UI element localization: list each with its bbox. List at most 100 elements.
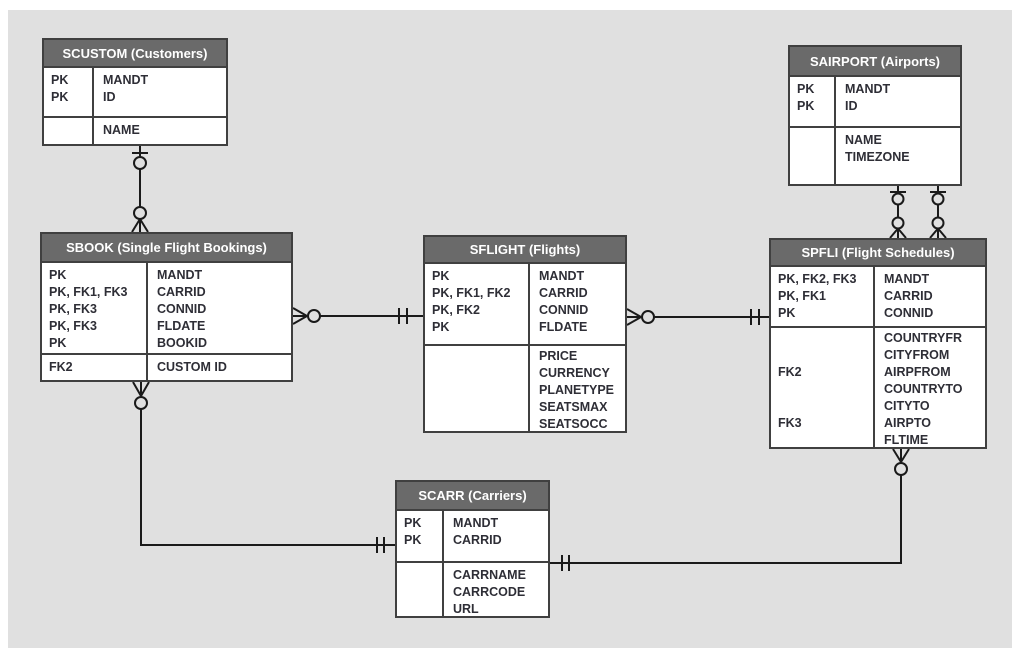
key-cell [432, 416, 528, 431]
field-cell: COUNTRYTO [884, 382, 963, 396]
key-cell: PK [404, 516, 422, 530]
key-cell [778, 398, 873, 415]
connector-sairport-spfli-1 [889, 186, 907, 239]
field-cell: NAME [103, 123, 140, 137]
key-cell [797, 149, 834, 166]
key-section: PK PK, FK1, FK3 PK, FK3 PK, FK3 PK MANDT… [42, 263, 291, 353]
key-section: PK PK MANDT ID [790, 77, 960, 126]
key-cell: PK [49, 268, 67, 282]
connector-spfli-scarr [550, 448, 910, 571]
key-cell: FK2 [778, 365, 802, 379]
field-cell: CONNID [884, 306, 934, 320]
key-cell [432, 365, 528, 382]
field-cell: CUSTOM ID [157, 360, 227, 374]
connector-sflight-spfli [626, 308, 769, 326]
field-cell: CARRCODE [453, 585, 526, 599]
field-cell: PLANETYPE [539, 383, 615, 397]
connector-sairport-spfli-2 [929, 186, 947, 239]
field-cell: CURRENCY [539, 366, 610, 380]
field-cell: AIRPTO [884, 416, 931, 430]
key-cell: PK [797, 82, 815, 96]
field-cell: CARRID [539, 286, 588, 300]
key-cell: PK, FK2, FK3 [778, 272, 857, 286]
field-cell: MANDT [539, 269, 585, 283]
key-cell [778, 432, 873, 447]
entity-sairport: SAIRPORT (Airports) PK PK MANDT ID NAME … [788, 45, 962, 186]
key-cell: FK3 [778, 416, 802, 430]
field-cell: MANDT [157, 268, 203, 282]
key-section: PK PK, FK1, FK2 PK, FK2 PK MANDT CARRID … [425, 264, 625, 344]
field-cell: CARRID [157, 285, 206, 299]
field-cell: MANDT [453, 516, 499, 530]
key-cell: PK [432, 320, 450, 334]
field-cell: SEATSOCC [539, 417, 608, 431]
field-cell: CARRNAME [453, 568, 526, 582]
entity-scustom: SCUSTOM (Customers) PK PK MANDT ID NAME [42, 38, 228, 146]
field-cell: FLTIME [884, 433, 929, 447]
key-section: PK PK MANDT ID [44, 68, 226, 116]
field-cell: NAME [845, 133, 882, 147]
field-cell: ID [103, 90, 116, 104]
field-cell: MANDT [845, 82, 891, 96]
connector-sbook-scarr [132, 381, 395, 553]
attribute-section: FK2 FK3 COUNTRYFR CITYFROM AIRPFROM COUN… [771, 326, 985, 447]
field-cell: TIMEZONE [845, 150, 910, 164]
key-cell: PK [51, 90, 69, 104]
field-cell: CARRID [453, 533, 502, 547]
field-cell: SEATSMAX [539, 400, 608, 414]
field-cell: MANDT [884, 272, 930, 286]
attribute-section: PRICE CURRENCY PLANETYPE SEATSMAX SEATSO… [425, 344, 625, 431]
key-cell [778, 330, 873, 347]
entity-sflight: SFLIGHT (Flights) PK PK, FK1, FK2 PK, FK… [423, 235, 627, 433]
key-cell: PK, FK3 [49, 302, 97, 316]
attribute-section: CARRNAME CARRCODE URL [397, 561, 548, 616]
key-cell [404, 567, 442, 584]
key-cell [778, 381, 873, 398]
entity-title: SFLIGHT (Flights) [425, 237, 625, 264]
key-cell [778, 347, 873, 364]
key-cell: PK, FK2 [432, 303, 480, 317]
key-cell: PK, FK3 [49, 319, 97, 333]
attribute-section: NAME TIMEZONE [790, 126, 960, 184]
field-cell: FLDATE [539, 320, 588, 334]
field-cell: MANDT [103, 73, 149, 87]
entity-title: SCARR (Carriers) [397, 482, 548, 511]
attribute-section: FK2 CUSTOM ID [42, 353, 291, 380]
key-cell: PK [432, 269, 450, 283]
entity-title: SAIRPORT (Airports) [790, 47, 960, 77]
key-cell [432, 382, 528, 399]
field-cell: CITYTO [884, 399, 930, 413]
field-cell: URL [453, 602, 479, 616]
field-cell: ID [845, 99, 858, 113]
key-cell [432, 399, 528, 416]
entity-title: SCUSTOM (Customers) [44, 40, 226, 68]
connector-scustom-sbook [131, 146, 149, 233]
field-cell: BOOKID [157, 336, 207, 350]
key-cell [797, 132, 834, 149]
field-cell: PRICE [539, 349, 578, 363]
entity-title: SPFLI (Flight Schedules) [771, 240, 985, 267]
key-section: PK PK MANDT CARRID [397, 511, 548, 561]
key-cell [404, 584, 442, 601]
field-cell: CONNID [157, 302, 207, 316]
key-cell [432, 348, 528, 365]
key-cell: PK [778, 306, 796, 320]
key-cell: PK [51, 73, 69, 87]
key-cell: PK, FK1, FK3 [49, 285, 128, 299]
key-section: PK, FK2, FK3 PK, FK1 PK MANDT CARRID CON… [771, 267, 985, 326]
field-cell: AIRPFROM [884, 365, 951, 379]
key-cell: FK2 [49, 360, 73, 374]
key-cell: PK, FK1 [778, 289, 826, 303]
attribute-section: NAME [44, 116, 226, 144]
field-cell: COUNTRYFR [884, 331, 963, 345]
entity-sbook: SBOOK (Single Flight Bookings) PK PK, FK… [40, 232, 293, 382]
key-cell: PK [49, 336, 67, 350]
field-cell: CITYFROM [884, 348, 950, 362]
field-cell: CARRID [884, 289, 933, 303]
entity-title: SBOOK (Single Flight Bookings) [42, 234, 291, 263]
entity-spfli: SPFLI (Flight Schedules) PK, FK2, FK3 PK… [769, 238, 987, 449]
key-cell [404, 601, 442, 616]
connector-sbook-sflight [292, 307, 423, 325]
